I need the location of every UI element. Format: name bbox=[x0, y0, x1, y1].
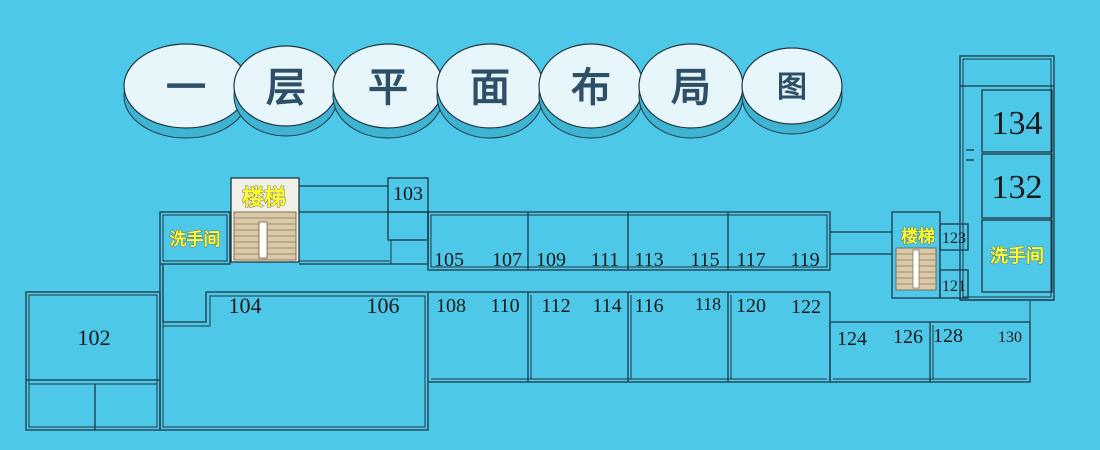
room-117-label: 117 bbox=[736, 249, 765, 271]
room-107-label: 107 bbox=[492, 249, 522, 271]
room-134-outline bbox=[981, 89, 1053, 153]
room-126-label: 126 bbox=[893, 326, 923, 348]
room-121-label: 121 bbox=[942, 278, 966, 295]
room-102-outline bbox=[25, 291, 161, 431]
building-walls bbox=[25, 55, 1055, 431]
title-char-4: 面 bbox=[470, 65, 510, 111]
title-banner: 一 层 平 面 布 局 图 bbox=[123, 43, 843, 139]
title-char-2: 层 bbox=[266, 65, 306, 111]
washroom-right-outline bbox=[981, 219, 1053, 293]
title-char-6: 局 bbox=[671, 65, 711, 111]
room-130-label: 130 bbox=[998, 329, 1022, 346]
room-102-label: 102 bbox=[78, 325, 111, 350]
room-numbers: 102 103 104 105 106 107 108 109 110 111 … bbox=[78, 105, 1043, 350]
title-bubble-1: 一 bbox=[123, 43, 249, 139]
room-108-label: 108 bbox=[436, 295, 466, 317]
room-112-label: 112 bbox=[541, 295, 570, 317]
room-119-label: 119 bbox=[790, 249, 819, 271]
stairs-left-label: 楼梯 bbox=[242, 185, 286, 211]
room-118-label: 118 bbox=[695, 294, 721, 314]
room-110-label: 110 bbox=[490, 295, 519, 317]
room-115-label: 115 bbox=[690, 249, 719, 271]
stairs-right-label: 楼梯 bbox=[901, 226, 935, 247]
room-105-label: 105 bbox=[434, 249, 464, 271]
title-char-5: 布 bbox=[571, 65, 611, 111]
room-132-outline bbox=[981, 153, 1053, 219]
room-106-label: 106 bbox=[367, 293, 400, 318]
room-104-label: 104 bbox=[229, 293, 262, 318]
room-128-label: 128 bbox=[933, 325, 963, 347]
room-123-outline bbox=[939, 223, 969, 251]
title-bubble-6: 局 bbox=[638, 43, 744, 139]
room-123-label: 123 bbox=[942, 230, 966, 247]
washroom-left-label: 洗手间 bbox=[170, 229, 221, 250]
room-113-label: 113 bbox=[634, 249, 663, 271]
room-116-label: 116 bbox=[634, 295, 663, 317]
title-bubble-3: 平 bbox=[332, 43, 444, 139]
title-bubble-4: 面 bbox=[436, 43, 544, 139]
room-103-label: 103 bbox=[393, 183, 423, 205]
washroom-left-outline bbox=[159, 211, 231, 265]
room-134-label: 134 bbox=[992, 105, 1043, 142]
room-132-label: 132 bbox=[992, 169, 1043, 206]
room-111-label: 111 bbox=[591, 249, 620, 271]
room-124-label: 124 bbox=[837, 328, 867, 350]
room-122-label: 122 bbox=[791, 296, 821, 318]
title-char-3: 平 bbox=[368, 65, 408, 111]
title-char-1: 一 bbox=[166, 65, 206, 111]
title-bubble-5: 布 bbox=[538, 43, 644, 139]
room-120-label: 120 bbox=[736, 295, 766, 317]
room-109-label: 109 bbox=[536, 249, 566, 271]
title-bubble-2: 层 bbox=[233, 45, 339, 137]
washroom-right-label: 洗手间 bbox=[990, 245, 1044, 267]
title-char-7: 图 bbox=[777, 70, 807, 105]
room-121-outline bbox=[939, 269, 969, 299]
room-114-label: 114 bbox=[592, 295, 621, 317]
title-bubble-7: 图 bbox=[741, 47, 843, 135]
